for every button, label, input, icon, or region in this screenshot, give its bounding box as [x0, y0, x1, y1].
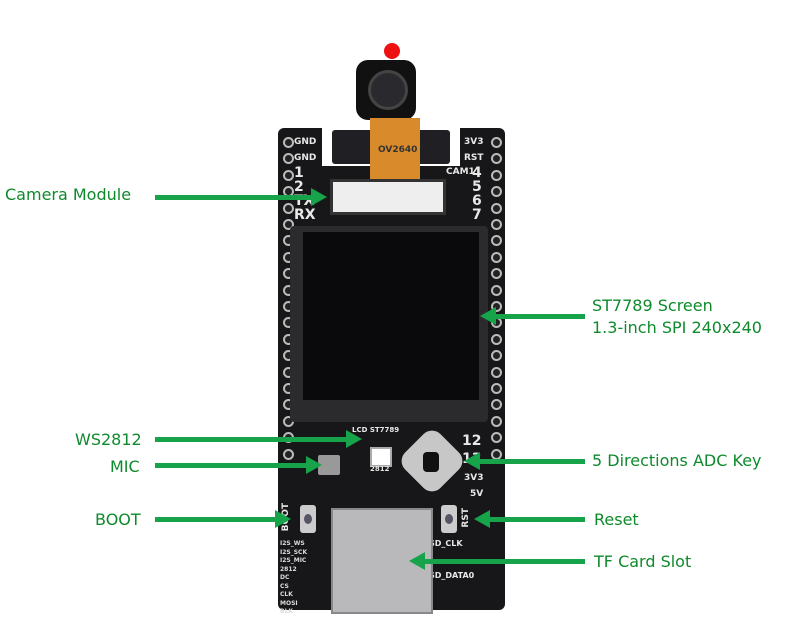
arrow-screen [480, 307, 585, 325]
header-pin [491, 383, 502, 394]
header-pin [491, 301, 502, 312]
camera-model: OV2640 [378, 145, 418, 155]
callout-reset: Reset [594, 510, 639, 529]
header-pin [491, 432, 502, 444]
header-pin [491, 153, 502, 165]
callout-tf-card: TF Card Slot [594, 552, 692, 571]
arrow-boot [155, 510, 291, 528]
callout-mic: MIC [110, 457, 140, 476]
header-pin [491, 251, 502, 263]
arrow-camera [155, 188, 327, 206]
connector-label: CAM1 [446, 167, 475, 177]
header-pin [491, 186, 502, 198]
header-pin [283, 153, 294, 165]
callout-screen-1: ST7789 Screen [592, 296, 713, 315]
callout-camera: Camera Module [5, 185, 132, 204]
boot-button[interactable] [300, 505, 316, 533]
header-pin [283, 202, 294, 214]
header-pin [283, 448, 294, 460]
arrow-tf-card [409, 552, 585, 570]
sd-clk-silk: SD_CLK [429, 539, 463, 548]
reset-button[interactable] [441, 505, 457, 533]
header-pin [491, 415, 502, 427]
header-pin [283, 169, 294, 181]
ws2812-led [370, 447, 392, 467]
arrow-adc-key [464, 452, 585, 470]
callout-screen-2: 1.3-inch SPI 240x240 [592, 318, 762, 337]
microphone [318, 455, 340, 475]
rst-silk: RST [461, 508, 471, 528]
arrow-reset [474, 510, 585, 528]
header-pin [491, 448, 502, 460]
camera-led [384, 43, 400, 59]
header-pin [491, 284, 502, 296]
callout-ws2812: WS2812 [75, 430, 142, 449]
header-pin [491, 333, 502, 345]
header-pin [491, 268, 502, 280]
header-pin [491, 235, 502, 247]
arrow-ws2812 [155, 430, 362, 448]
lcd-label: LCD ST7789 [352, 426, 400, 434]
header-pin [283, 219, 294, 230]
camera-connector [330, 179, 446, 215]
st7789-screen [303, 232, 479, 400]
header-pin [491, 169, 502, 181]
left-bottom-silk: I2S_WS I2S_SCK I2S_MIC 2812 DC CS CLK MO… [280, 540, 308, 615]
led-label: 2812 [370, 465, 390, 473]
header-pin [491, 399, 502, 411]
joystick-knob[interactable] [423, 452, 439, 472]
sd-data0-silk: SD_DATA0 [429, 571, 475, 580]
header-pin [491, 137, 502, 148]
callout-adc-key: 5 Directions ADC Key [592, 451, 762, 470]
header-pin [283, 137, 294, 148]
arrow-mic [155, 456, 322, 474]
camera-lens [356, 60, 416, 120]
header-pin [491, 366, 502, 378]
header-pin [491, 219, 502, 230]
callout-boot: BOOT [95, 510, 141, 529]
header-pin [491, 202, 502, 214]
header-pin [491, 350, 502, 362]
